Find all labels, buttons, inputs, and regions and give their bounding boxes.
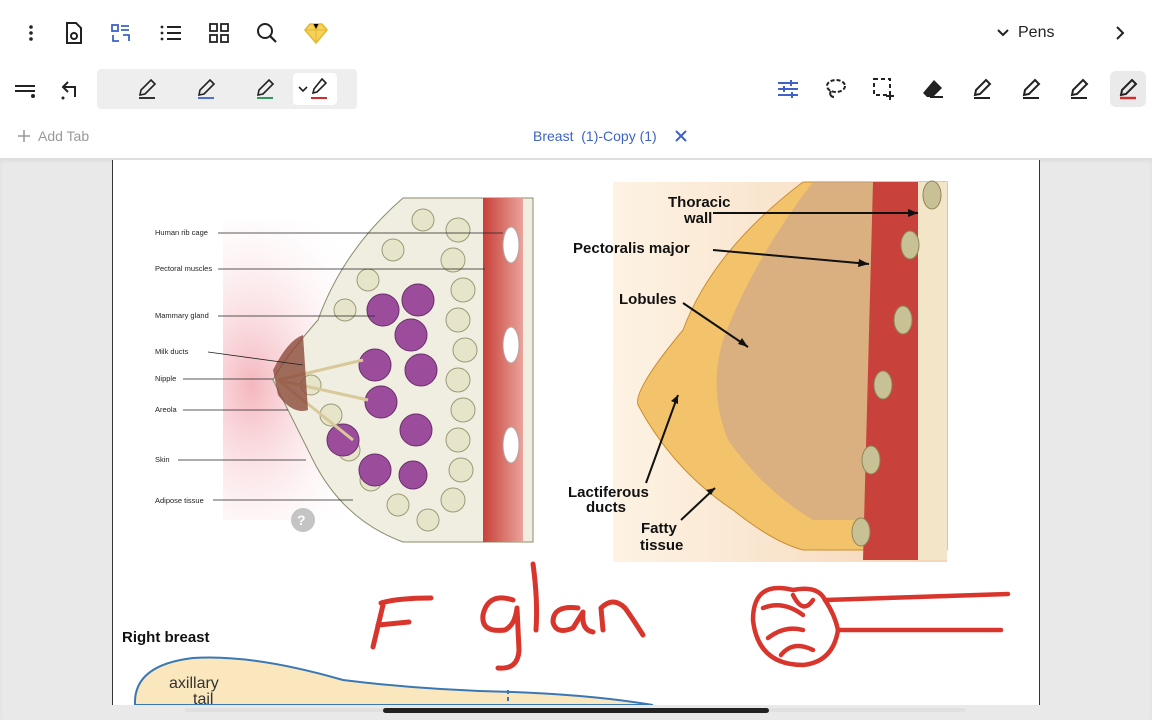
top-bar bbox=[0, 0, 1152, 66]
label-milk-ducts: Milk ducts bbox=[155, 347, 189, 356]
tail-label: tail bbox=[193, 691, 213, 705]
svg-text:?: ? bbox=[297, 512, 306, 528]
outline-convert-icon[interactable] bbox=[104, 16, 138, 50]
plus-icon bbox=[18, 130, 30, 142]
document-icon[interactable] bbox=[56, 16, 90, 50]
label-ducts: ducts bbox=[586, 499, 626, 516]
label-pectoralis-major: Pectoralis major bbox=[573, 240, 690, 257]
pen-preset-black-icon[interactable] bbox=[130, 72, 164, 106]
label-nipple: Nipple bbox=[155, 374, 176, 383]
label-lobules: Lobules bbox=[619, 291, 677, 308]
document-page[interactable]: ? Human rib cage Pectoral muscles Mammar… bbox=[112, 160, 1040, 705]
pen-tool-2-icon[interactable] bbox=[1014, 72, 1048, 106]
pen-tool-3-icon[interactable] bbox=[1062, 72, 1096, 106]
page-content: ? Human rib cage Pectoral muscles Mammar… bbox=[122, 180, 1011, 705]
label-areola: Areola bbox=[155, 405, 178, 414]
right-breast-diagram: Right breast axillary tail bbox=[122, 629, 654, 705]
label-fatty: Fatty bbox=[641, 520, 677, 537]
label-skin: Skin bbox=[155, 455, 170, 464]
adjust-sliders-icon[interactable] bbox=[771, 72, 805, 106]
premium-diamond-icon[interactable] bbox=[299, 16, 333, 50]
undo-icon[interactable] bbox=[54, 73, 88, 107]
pen-tool-1-icon[interactable] bbox=[965, 72, 999, 106]
pen-preset-blue-icon[interactable] bbox=[189, 72, 223, 106]
breast-anatomy-illustration-left: ? Human rib cage Pectoral muscles Mammar… bbox=[155, 197, 534, 543]
select-box-icon[interactable] bbox=[867, 72, 901, 106]
label-human-rib-cage: Human rib cage bbox=[155, 228, 208, 237]
chevron-down-icon bbox=[997, 29, 1009, 37]
label-pectoral-muscles: Pectoral muscles bbox=[155, 264, 212, 273]
add-tab-label: Add Tab bbox=[38, 128, 90, 144]
handwritten-annotation-gland-drawing[interactable] bbox=[750, 585, 1011, 668]
pen-preset-red-selected[interactable] bbox=[293, 73, 337, 105]
search-icon[interactable] bbox=[250, 16, 284, 50]
axillary-label: axillary bbox=[169, 675, 219, 692]
label-lactiferous: Lactiferous bbox=[568, 484, 649, 501]
right-breast-title: Right breast bbox=[122, 629, 210, 646]
tab-title: Breast (1)-Copy (1) bbox=[533, 128, 657, 144]
pen-tool-red-active-icon[interactable] bbox=[1110, 71, 1146, 107]
breast-anatomy-illustration-right: Thoracic wall Pectoralis major Lobules L… bbox=[568, 180, 948, 562]
close-icon[interactable] bbox=[674, 130, 687, 142]
label-tissue: tissue bbox=[640, 537, 683, 554]
pens-dropdown[interactable]: Pens bbox=[996, 20, 1054, 46]
label-wall: wall bbox=[683, 210, 712, 227]
toolbar-settings-icon[interactable] bbox=[8, 73, 42, 107]
grid-icon[interactable] bbox=[202, 16, 236, 50]
list-icon[interactable] bbox=[154, 16, 188, 50]
label-thoracic: Thoracic bbox=[668, 194, 731, 211]
eraser-icon[interactable] bbox=[916, 72, 950, 106]
pen-preset-red-icon bbox=[298, 77, 328, 99]
scrollbar-thumb[interactable] bbox=[383, 708, 769, 713]
label-mammary-gland: Mammary gland bbox=[155, 311, 209, 320]
add-tab-button[interactable]: Add Tab bbox=[18, 128, 89, 144]
pen-preset-green-icon[interactable] bbox=[248, 72, 282, 106]
tab-breast-copy[interactable]: Breast (1)-Copy (1) bbox=[533, 128, 687, 144]
chevron-right-icon[interactable] bbox=[1103, 16, 1137, 50]
more-vertical-icon[interactable] bbox=[14, 16, 48, 50]
lasso-icon[interactable] bbox=[819, 72, 853, 106]
pens-dropdown-label: Pens bbox=[1018, 24, 1055, 41]
label-adipose-tissue: Adipose tissue bbox=[155, 496, 204, 505]
handwritten-annotation-f-glan[interactable] bbox=[370, 561, 646, 671]
